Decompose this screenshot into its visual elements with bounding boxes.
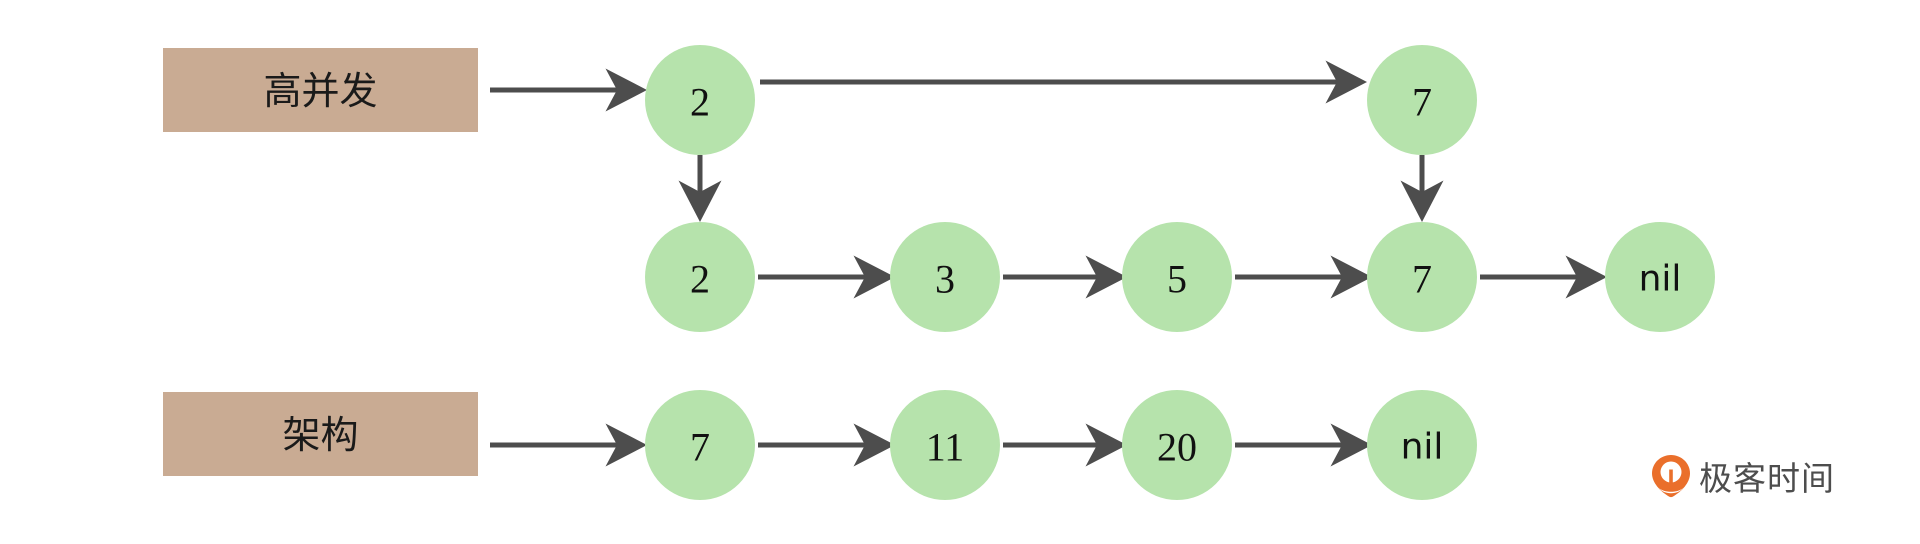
node-circle-mid-7 xyxy=(1367,222,1477,332)
node-label-mid-2: 2 xyxy=(690,257,710,302)
arrows-group xyxy=(490,60,1608,467)
node-mid-3: 3 xyxy=(890,222,1000,332)
node-circle-mid-2 xyxy=(645,222,755,332)
node-circle-mid-3 xyxy=(890,222,1000,332)
node-mid-nil: nil xyxy=(1605,222,1715,332)
node-circle-bot-7 xyxy=(645,390,755,500)
node-circle-bot-11 xyxy=(890,390,1000,500)
label-box-architecture-text: 架构 xyxy=(282,413,358,457)
label-box-high-concurrency-rect xyxy=(163,48,478,132)
geektime-logo: 极客时间 xyxy=(1651,452,1835,500)
label-box-high-concurrency: 高并发 xyxy=(163,48,478,132)
node-label-mid-nil: nil xyxy=(1639,259,1682,300)
label-box-architecture-rect xyxy=(163,392,478,476)
node-circle-mid-nil xyxy=(1605,222,1715,332)
node-label-bot-7: 7 xyxy=(690,425,710,470)
node-label-top-7: 7 xyxy=(1412,80,1432,125)
node-label-bot-20: 20 xyxy=(1157,425,1197,470)
label-box-high-concurrency-text: 高并发 xyxy=(263,69,377,113)
nodes-group: 2 7 2 3 5 7 nil 7 11 20 nil xyxy=(645,45,1715,500)
node-label-top-2: 2 xyxy=(690,80,710,125)
node-label-mid-7: 7 xyxy=(1412,257,1432,302)
node-circle-top-2 xyxy=(645,45,755,155)
node-circle-mid-5 xyxy=(1122,222,1232,332)
node-label-bot-11: 11 xyxy=(926,425,965,470)
label-box-architecture: 架构 xyxy=(163,392,478,476)
node-mid-2: 2 xyxy=(645,222,755,332)
node-label-mid-3: 3 xyxy=(935,257,955,302)
node-label-bot-nil: nil xyxy=(1401,427,1444,468)
node-label-mid-5: 5 xyxy=(1167,257,1187,302)
node-bot-7: 7 xyxy=(645,390,755,500)
node-mid-7: 7 xyxy=(1367,222,1477,332)
node-mid-5: 5 xyxy=(1122,222,1232,332)
geektime-logo-text: 极客时间 xyxy=(1699,459,1835,498)
node-circle-bot-nil xyxy=(1367,390,1477,500)
node-top-2: 2 xyxy=(645,45,755,155)
geektime-pin-icon xyxy=(1651,454,1691,498)
node-bot-nil: nil xyxy=(1367,390,1477,500)
node-circle-bot-20 xyxy=(1122,390,1232,500)
node-top-7: 7 xyxy=(1367,45,1477,155)
node-bot-11: 11 xyxy=(890,390,1000,500)
node-bot-20: 20 xyxy=(1122,390,1232,500)
node-circle-top-7 xyxy=(1367,45,1477,155)
